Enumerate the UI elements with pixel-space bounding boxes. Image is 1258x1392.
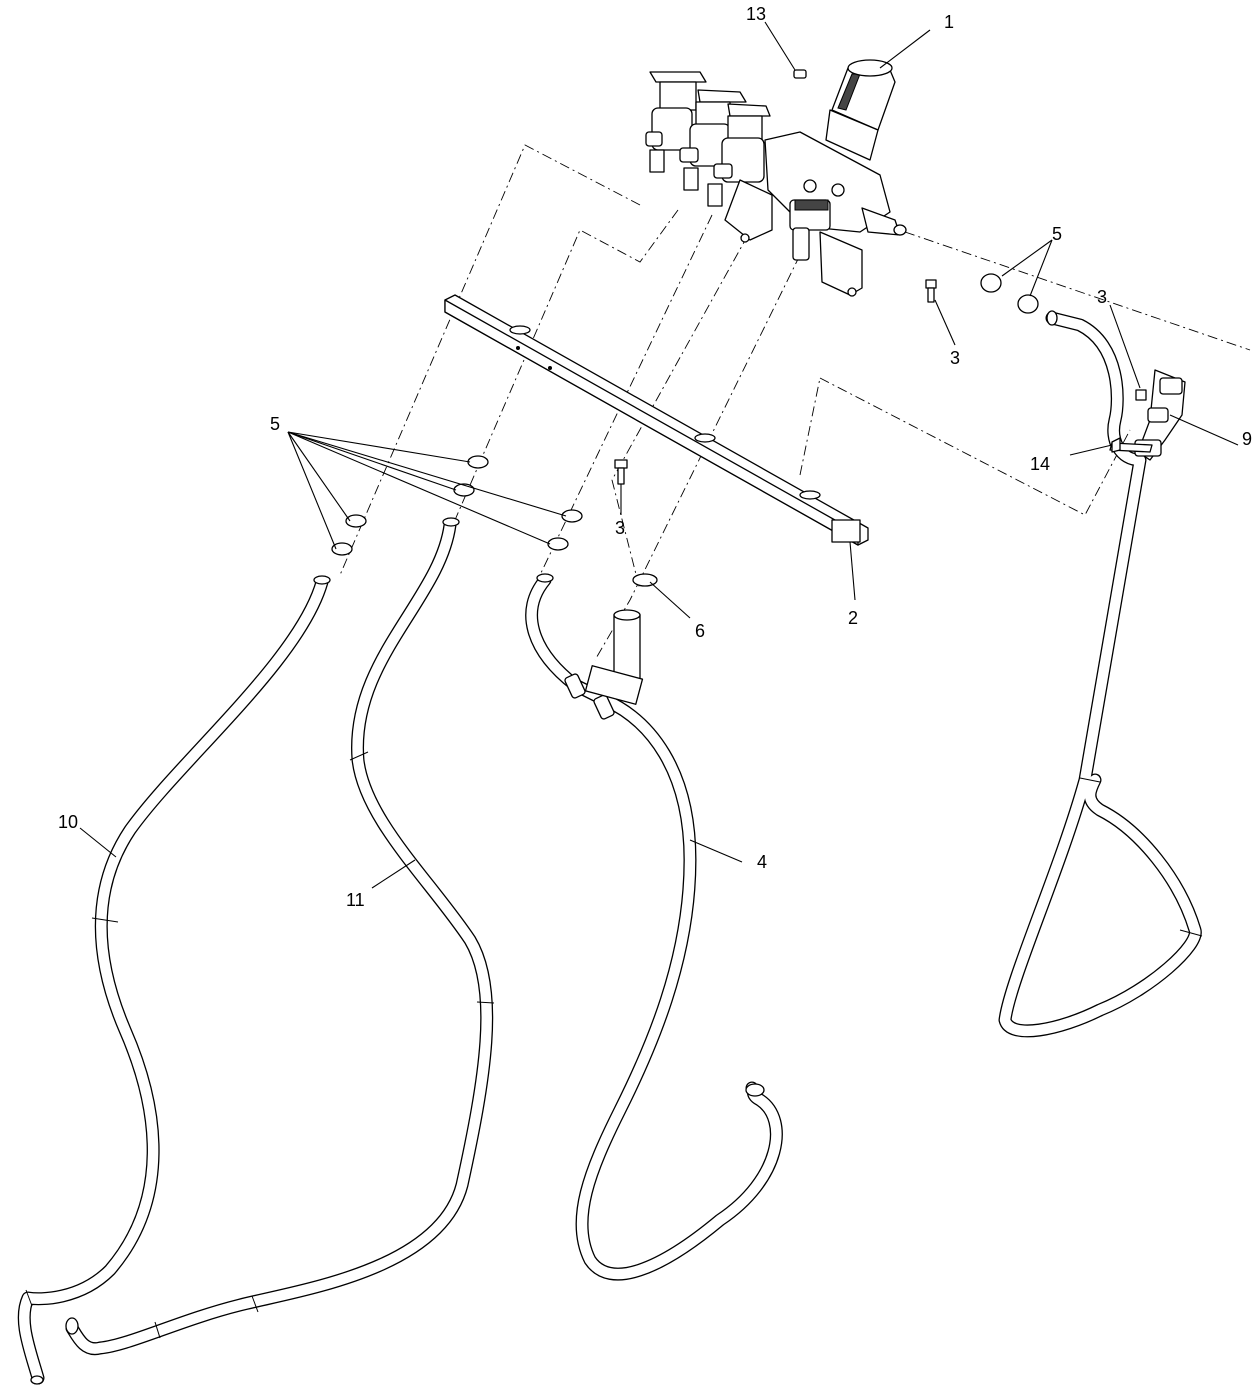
callout-9: 9 (1242, 429, 1252, 449)
callout-3-right: 3 (950, 348, 960, 368)
part-14-clip (1111, 437, 1121, 453)
part-6-gasket (632, 573, 658, 587)
callout-1: 1 (944, 12, 954, 32)
hose-11 (65, 517, 495, 1356)
solenoid-valves (645, 71, 771, 207)
assembly-guide-lines (339, 144, 1251, 661)
callout-6: 6 (695, 621, 705, 641)
callout-14: 14 (1030, 454, 1050, 474)
callout-10: 10 (58, 812, 78, 832)
part-13-fitting (793, 69, 807, 79)
part-5-clamps (331, 273, 1039, 556)
callout-5-left: 5 (270, 414, 280, 434)
part-3-screws (614, 279, 1147, 485)
hose-4 (525, 573, 783, 1281)
part-2-bracket (444, 294, 869, 546)
callout-13: 13 (746, 4, 766, 24)
leader-lines (79, 21, 1239, 889)
callout-5-right: 5 (1052, 224, 1062, 244)
hose-9 (998, 310, 1203, 1038)
part-1-valve-assembly (645, 59, 907, 297)
callout-2: 2 (848, 608, 858, 628)
callout-labels: 1 13 5 3 3 9 14 5 3 2 6 4 10 11 (58, 4, 1252, 910)
callout-4: 4 (757, 852, 767, 872)
callout-3-far-right: 3 (1097, 287, 1107, 307)
callout-3-center: 3 (615, 518, 625, 538)
callout-11: 11 (346, 890, 365, 910)
hose-10 (17, 575, 331, 1385)
